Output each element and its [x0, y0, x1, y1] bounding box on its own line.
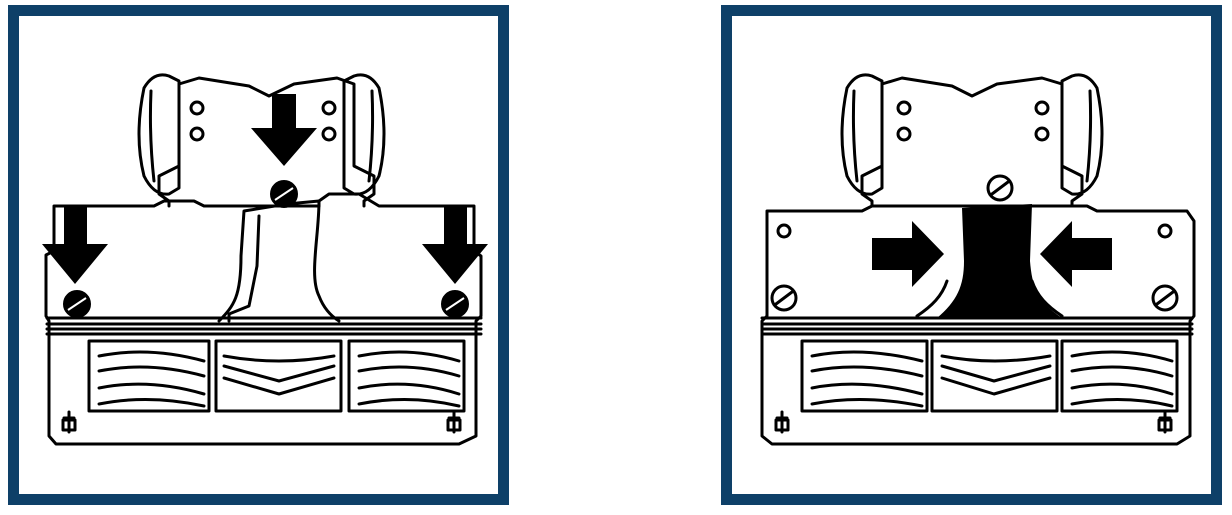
brush-window-left [800, 339, 929, 413]
brush-window-right [347, 339, 466, 413]
neck-filled [937, 204, 1062, 318]
wheel-left [840, 73, 884, 196]
brush-window-left [87, 339, 211, 413]
downward-arrow-icon [422, 206, 488, 284]
inward-arrow-icon [1040, 221, 1112, 287]
vacuum-base-diagram [42, 73, 488, 446]
inward-arrow-icon [872, 221, 944, 287]
step-panel-remove-neck [721, 5, 1222, 505]
wheel-left [137, 73, 181, 196]
neck-outline [217, 199, 341, 323]
brush-window-center [214, 339, 343, 413]
brush-window-right [1060, 339, 1179, 413]
screw-group [63, 180, 469, 318]
downward-arrow-icon [42, 206, 108, 284]
screw-hole-right [1151, 284, 1179, 312]
screw-hole-left [770, 284, 798, 312]
wheel-right [1060, 73, 1104, 196]
wheel-bracket [860, 76, 1084, 208]
vacuum-base-diagram [760, 73, 1196, 446]
step-panel-remove-screws [8, 5, 509, 505]
screw-hole-center [986, 174, 1014, 202]
brush-window-center [930, 339, 1059, 413]
wheel-right [342, 73, 386, 196]
downward-arrow-icon [251, 94, 317, 166]
